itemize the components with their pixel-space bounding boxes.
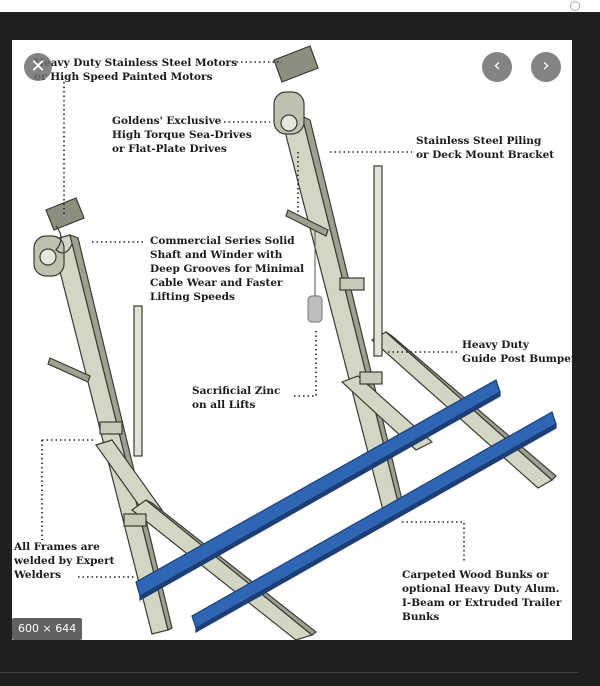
chevron-right-icon: › bbox=[542, 55, 550, 76]
left-lift-tower bbox=[33, 197, 317, 640]
next-image-button[interactable]: › bbox=[531, 52, 561, 82]
close-button[interactable]: ✕ bbox=[24, 53, 52, 81]
close-icon: ✕ bbox=[30, 56, 46, 77]
lift-bunks bbox=[135, 379, 557, 634]
leader-lines bbox=[41, 61, 465, 578]
previous-image-button[interactable]: ‹ bbox=[482, 52, 512, 82]
tab-indicator-icon bbox=[570, 1, 580, 11]
divider bbox=[0, 672, 578, 673]
image-size-badge: 600 × 644 bbox=[12, 618, 83, 640]
chevron-left-icon: ‹ bbox=[493, 55, 501, 76]
boat-lift-illustration bbox=[33, 45, 557, 640]
